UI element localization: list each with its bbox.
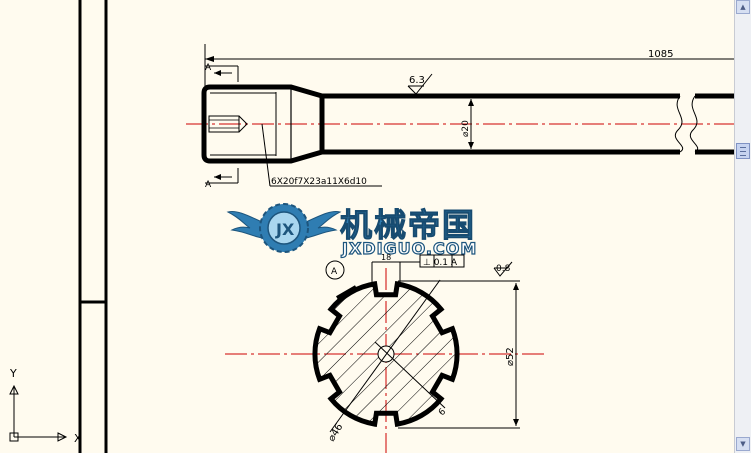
spline-spec-label: 6X20f7X23a11X6d10	[271, 177, 367, 187]
key-width-dim: 18	[381, 253, 391, 262]
scroll-down-button[interactable]: ▼	[736, 437, 750, 451]
tolerance-frame: ⊥ 0.1 A	[423, 258, 458, 268]
outer-diameter-dim: ⌀52	[505, 347, 516, 366]
watermark-chinese: 机械帝国	[340, 206, 476, 244]
grip-line-icon	[740, 147, 746, 148]
logo-monogram: JX	[275, 220, 295, 239]
shaft-diameter-dim: ⌀20	[461, 120, 471, 137]
vertical-scrollbar[interactable]: ▲ ▼	[734, 0, 751, 453]
roughness-label: 6.3	[409, 75, 425, 86]
inner-diameter-dim: ⌀46	[326, 422, 345, 444]
detail-a-label: A	[331, 267, 338, 277]
grip-line-icon	[740, 155, 746, 156]
section-a-bottom-label: A	[205, 180, 212, 190]
roughness-small-label: 0.8	[496, 264, 511, 274]
chevron-up-icon: ▲	[740, 3, 746, 11]
section-a-top-label: A	[205, 63, 212, 73]
drawing-canvas[interactable]: 1085 A A 6.3 ⌀20 6X20f7X23a11X6d10 JX 机械…	[0, 0, 734, 453]
scroll-thumb[interactable]	[736, 143, 750, 159]
overall-length-dim: 1085	[648, 49, 673, 60]
shaft-side-view	[186, 44, 734, 187]
drawing-frame	[78, 0, 108, 453]
grip-line-icon	[740, 151, 746, 152]
ucs-x-label: X	[74, 432, 82, 445]
spline-section-view	[225, 254, 545, 453]
ucs-y-label: Y	[9, 367, 17, 380]
scroll-up-button[interactable]: ▲	[736, 0, 750, 14]
ucs-icon	[9, 384, 68, 442]
chevron-down-icon: ▼	[740, 440, 746, 448]
watermark-logo: JX	[226, 203, 342, 253]
small-dim: 6	[437, 407, 448, 418]
watermark-url: JXDIGUO.COM	[341, 239, 477, 258]
